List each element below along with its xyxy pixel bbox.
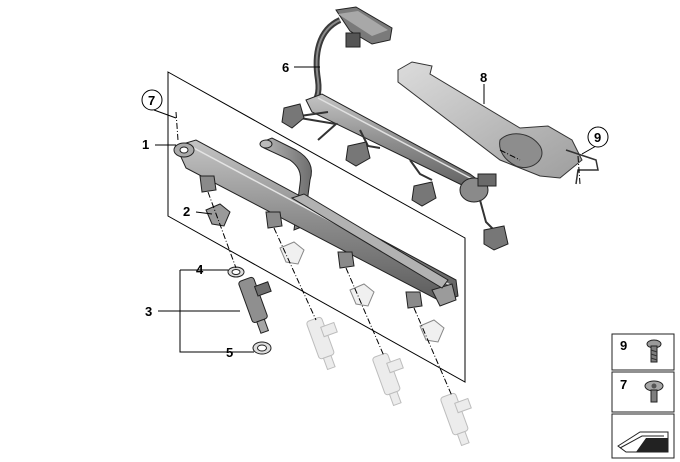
ghost-injectors <box>306 316 472 447</box>
callout-7: 7 <box>148 93 155 108</box>
fastener-legend: 9 7 <box>611 333 675 459</box>
legend-label-9: 9 <box>620 338 627 353</box>
screw-short-icon <box>644 380 664 403</box>
callout-5: 5 <box>226 345 233 360</box>
legend-label-7: 7 <box>620 377 627 392</box>
leader-lines <box>153 66 597 353</box>
callout-7-ring <box>141 89 163 111</box>
fuel-injector <box>227 266 272 355</box>
legend-box-9 <box>611 333 675 371</box>
callout-6: 6 <box>282 60 289 75</box>
callout-9-ring <box>587 126 609 148</box>
retaining-clips <box>205 203 445 343</box>
wiring-harness <box>281 6 509 251</box>
direction-arrow-icon <box>617 431 669 453</box>
assembly-lines <box>175 111 581 397</box>
callout-1: 1 <box>142 137 149 152</box>
screw-long-icon <box>646 339 662 363</box>
callout-labels: 1 2 3 4 5 6 8 7 9 <box>141 60 609 360</box>
cover-plate <box>397 61 599 185</box>
fuel-rail <box>173 137 459 309</box>
callout-4: 4 <box>196 262 204 277</box>
callout-2: 2 <box>183 204 190 219</box>
callout-8: 8 <box>480 70 487 85</box>
callout-3: 3 <box>145 304 152 319</box>
assembly-frame <box>167 71 466 383</box>
callout-9: 9 <box>594 130 601 145</box>
legend-box-7 <box>611 371 675 413</box>
